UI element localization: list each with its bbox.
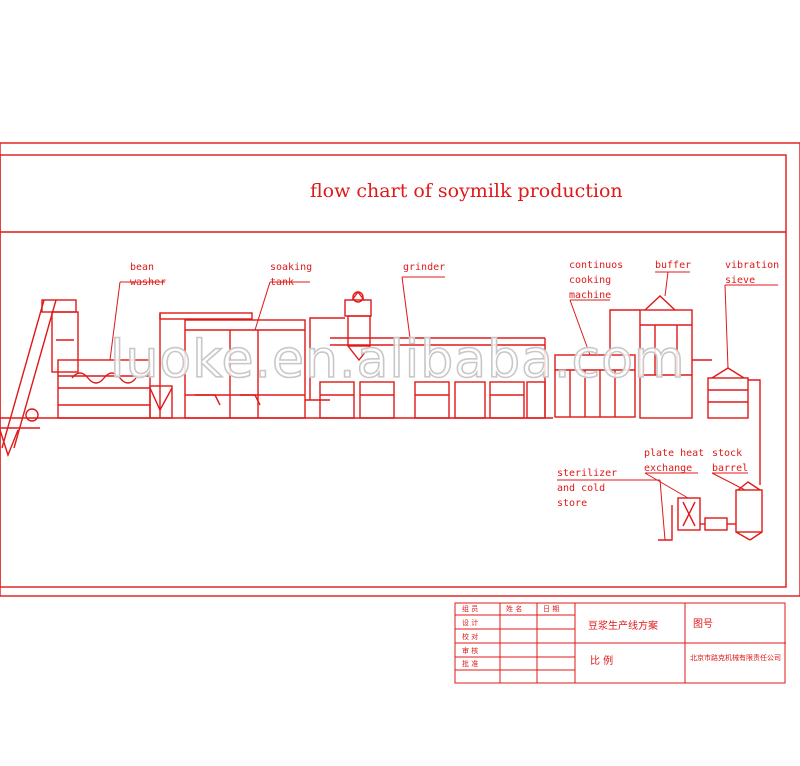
- plate-heat-exchanger: [658, 497, 736, 541]
- tb-drawing-no: 图号: [693, 619, 713, 630]
- cooking-machine: [554, 309, 640, 418]
- buffer-tank: [639, 295, 712, 419]
- label-plate-heat-exchange: plate heat exchange: [644, 448, 705, 474]
- leader-lines: [109, 271, 778, 541]
- outer-frame: [0, 142, 800, 597]
- label-bean-washer: bean washer: [130, 262, 167, 288]
- tb-role-4: 批 准: [462, 660, 479, 668]
- stock-barrel: [735, 481, 763, 541]
- tb-company: 北京市路克机械有限责任公司: [690, 654, 781, 662]
- soaking-tank: [159, 312, 330, 419]
- tb-role-3: 审 核: [462, 647, 479, 655]
- diagram-title: flow chart of soymilk production: [310, 180, 623, 202]
- tb-scale: 比 例: [590, 656, 614, 667]
- watermark-text: luoke.en.alibaba.com: [109, 329, 686, 391]
- title-block-grid: [454, 602, 786, 684]
- tb-project-name: 豆浆生产线方案: [588, 621, 658, 632]
- grinder-line: [309, 290, 546, 419]
- elevator-conveyor: [0, 299, 79, 458]
- label-grinder: grinder: [403, 262, 446, 273]
- label-stock-barrel: stock barrel: [712, 448, 749, 474]
- label-continuous-cooking: continuos cooking machine: [569, 260, 624, 301]
- tb-col-name: 姓 名: [506, 605, 523, 613]
- tb-col-date: 日 期: [543, 605, 560, 613]
- label-buffer: buffer: [655, 260, 692, 271]
- tb-role-0: 组 员: [462, 605, 479, 613]
- tb-role-2: 校 对: [462, 633, 479, 641]
- label-sterilizer: sterilizer and cold store: [557, 468, 618, 509]
- tb-role-1: 设 计: [462, 619, 479, 627]
- inner-frame: [0, 154, 787, 588]
- label-soaking-tank: soaking tank: [270, 262, 313, 288]
- label-vibration-sieve: vibration sieve: [725, 260, 780, 286]
